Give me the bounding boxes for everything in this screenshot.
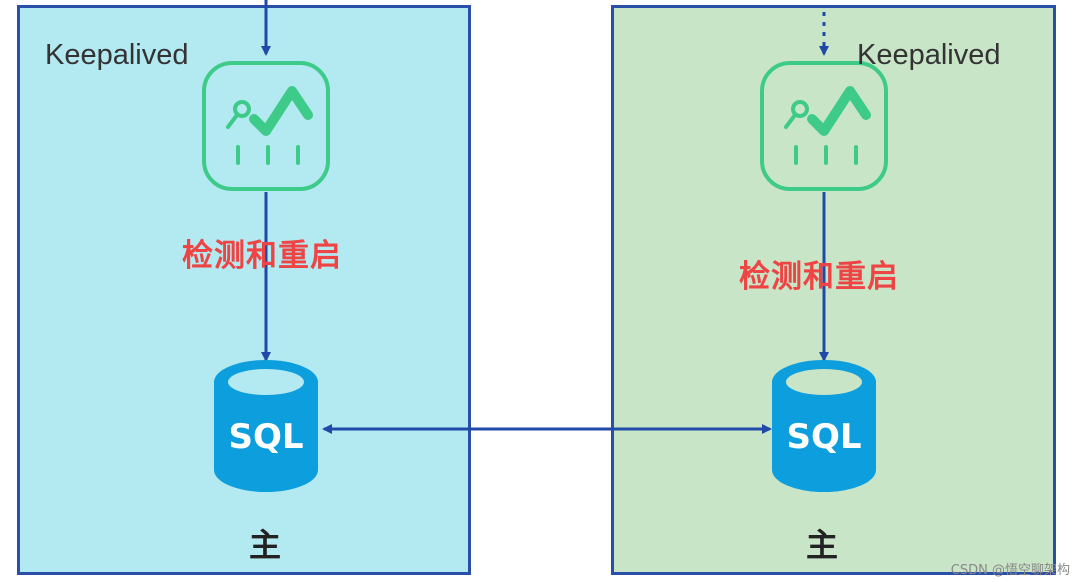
left-sql-database-icon: SQL [214, 360, 318, 492]
right-db-label: SQL [786, 417, 861, 457]
right-keepalived-label: Keepalived [857, 39, 1001, 71]
watermark: CSDN @悟空聊架构 [950, 563, 1070, 578]
right-check-restart-label: 检测和重启 [739, 259, 899, 295]
left-role-label: 主 [249, 526, 282, 564]
left-db-label: SQL [228, 417, 303, 457]
left-keepalived-label: Keepalived [45, 39, 189, 71]
left-check-restart-label: 检测和重启 [182, 238, 342, 274]
left-monitor-check-icon [202, 61, 330, 191]
right-sql-database-icon: SQL [772, 360, 876, 492]
right-role-label: 主 [806, 526, 839, 564]
right-monitor-check-icon [760, 61, 888, 191]
